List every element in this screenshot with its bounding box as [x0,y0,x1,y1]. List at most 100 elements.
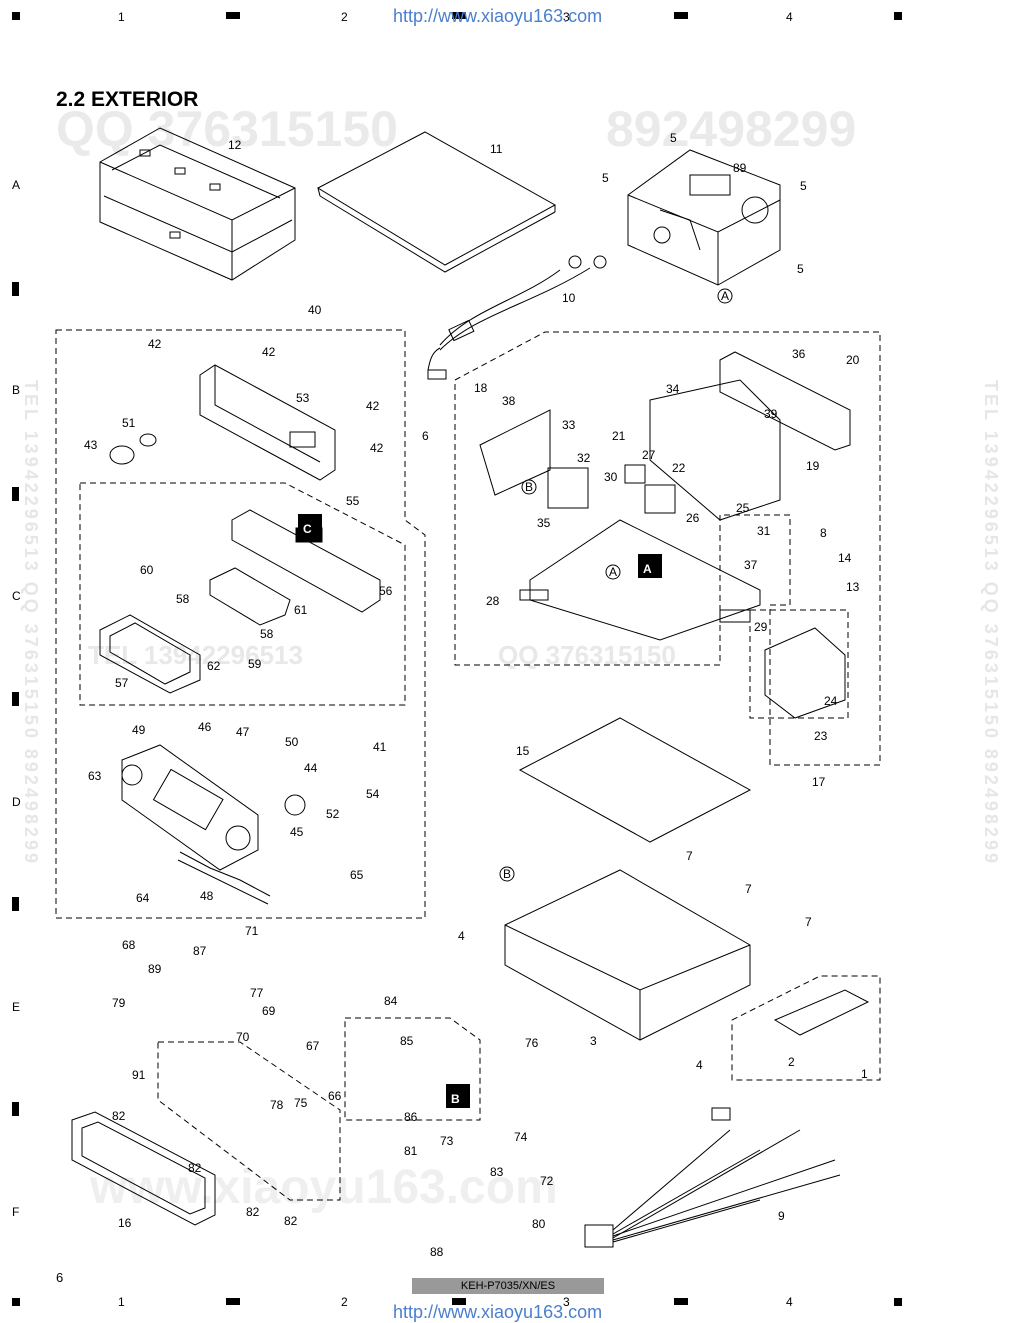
part-label: 89 [733,161,747,175]
part-label: 41 [373,740,387,754]
chassis [504,869,751,1041]
chip [547,467,589,509]
part-label: 46 [198,720,212,734]
svg-text:A: A [721,289,729,303]
sub-board [764,627,846,719]
part-label: 5 [670,131,677,145]
part-label: 11 [490,142,503,156]
frame-mark [12,897,19,911]
part-label: 44 [304,761,318,775]
part-label: 82 [188,1161,202,1175]
part-label: 87 [193,944,207,958]
corner-mark [12,12,20,20]
row-letter: F [12,1205,20,1219]
part-label: 34 [666,382,680,396]
part-label: 82 [246,1205,260,1219]
part-label: 43 [84,438,98,452]
part-label: 53 [296,391,310,405]
part-label: 58 [176,592,190,606]
corner-mark [894,1298,902,1306]
frame-mark [226,1298,240,1305]
footer-url[interactable]: http://www.xiaoyu163.com [393,1302,603,1322]
part-label: 78 [270,1098,284,1112]
part-label: 45 [290,825,304,839]
part-label: 67 [306,1039,320,1053]
row-letter: A [12,178,21,192]
part-label: 60 [140,563,154,577]
part-label: 29 [754,620,768,634]
svg-text:B: B [503,867,511,881]
ref-a-circle [717,288,733,304]
part-label: 47 [236,725,250,739]
part-label: 80 [532,1217,546,1231]
remote-control [773,989,870,1036]
part-label: 5 [797,262,804,276]
part-label: 4 [696,1058,703,1072]
part-label: 7 [805,915,812,929]
corner-mark [894,12,902,20]
part-label: 42 [262,345,276,359]
ref-b-circle [521,479,537,495]
part-label: 74 [514,1130,528,1144]
knob [109,433,157,465]
part-label: 62 [207,659,221,673]
callout-A: A [638,554,662,578]
part-label: 85 [400,1034,414,1048]
part-label: 42 [148,337,162,351]
part-label: 86 [404,1110,418,1124]
sleeve-case [99,127,296,281]
part-label: 71 [245,924,259,938]
watermark-phone: 892498299 [606,101,857,157]
row-letter: D [12,795,21,809]
part-label: 77 [250,986,264,1000]
part-label: 27 [642,448,656,462]
part-label: 14 [838,551,852,565]
column-number: 3 [563,1295,570,1309]
part-label: 89 [148,962,162,976]
part-label: 70 [236,1030,250,1044]
part-label: 42 [366,399,380,413]
corner-mark [12,1298,20,1306]
rca-cable [427,255,607,380]
main-board [519,519,761,641]
part-label: 84 [384,994,398,1008]
watermark-side-left: TEL 13942296513 QQ 376315150 892498299 [21,380,41,866]
watermark-side-right: TEL 13942296513 QQ 376315150 892498299 [981,380,1001,866]
svg-text:A: A [643,562,652,576]
front-frame [199,364,336,481]
part-label: 32 [577,451,591,465]
rear-bracket [719,351,851,451]
part-label: 58 [260,627,274,641]
column-number: 1 [118,1295,125,1309]
part-label: 21 [612,429,626,443]
part-label: 48 [200,889,214,903]
part-label: 64 [136,891,150,905]
part-label: 38 [502,394,516,408]
part-label: 4 [458,929,465,943]
part-label: 83 [490,1165,504,1179]
part-label: 61 [294,603,308,617]
part-label: 76 [525,1036,539,1050]
svg-text:A: A [609,565,617,579]
heat-sink [649,379,781,521]
model-label: KEH-P7035/XN/ES [412,1278,604,1294]
svg-text:B: B [451,1092,460,1106]
frame-mark [226,12,240,19]
part-label: 7 [686,849,693,863]
header-url[interactable]: http://www.xiaoyu163.com [393,6,603,26]
part-labels: 12 11 5 89 5 5 5 10 40 42 42 53 42 42 51… [84,131,868,1259]
button-row [177,851,271,905]
section-title: 2.2 EXTERIOR [56,88,199,111]
ref-b-circle [499,866,515,882]
part-label: 23 [814,729,828,743]
part-label: 19 [806,459,820,473]
frame-mark [674,12,688,19]
part-label: 24 [824,694,838,708]
front-panel [121,744,259,871]
part-label: 75 [294,1096,308,1110]
page-number: 6 [56,1270,64,1285]
part-label: 88 [430,1245,444,1259]
bracket [479,409,551,496]
lens-assembly [99,567,291,694]
